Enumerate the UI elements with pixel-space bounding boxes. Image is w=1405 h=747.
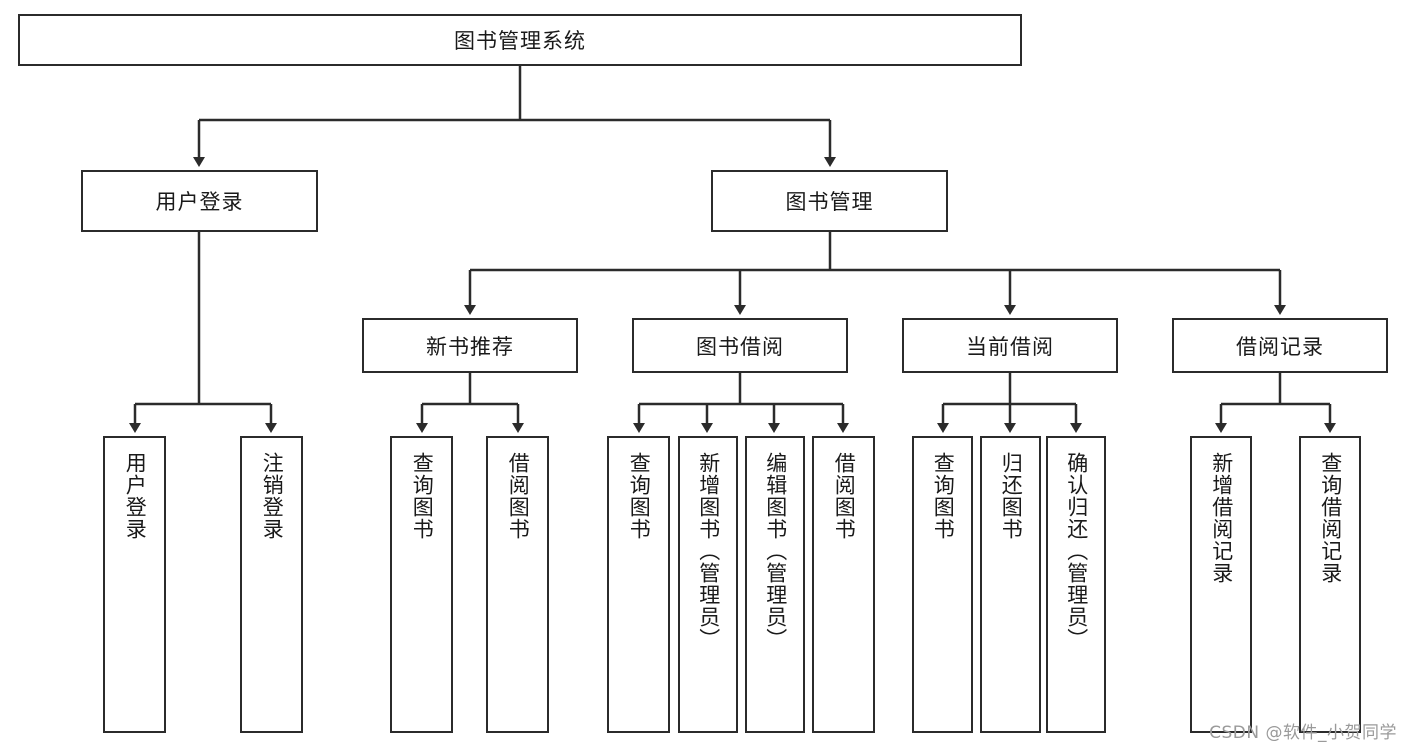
leaf-edit-book[interactable]: 编辑图书（管理员） [745, 436, 805, 733]
node-root-label: 图书管理系统 [454, 29, 586, 53]
leaf-confirm-return[interactable]: 确认归还（管理员） [1046, 436, 1106, 733]
leaf-return-book[interactable]: 归还图书 [980, 436, 1041, 733]
node-user-login-label: 用户登录 [155, 190, 244, 214]
node-book-management[interactable]: 图书管理 [711, 170, 948, 232]
node-book-borrow-label: 图书借阅 [696, 334, 784, 359]
node-user-login[interactable]: 用户登录 [81, 170, 318, 232]
node-current-borrow[interactable]: 当前借阅 [902, 318, 1118, 373]
leaf-add-record[interactable]: 新增借阅记录 [1190, 436, 1252, 733]
leaf-query-book-2[interactable]: 查询图书 [607, 436, 670, 733]
node-current-borrow-label: 当前借阅 [966, 334, 1054, 359]
node-new-book-recommend[interactable]: 新书推荐 [362, 318, 578, 373]
leaf-query-record-label: 查询借阅记录 [1318, 452, 1343, 584]
leaf-borrow-book-1[interactable]: 借阅图书 [486, 436, 549, 733]
leaf-confirm-return-label: 确认归还（管理员） [1064, 452, 1089, 650]
leaf-edit-book-label: 编辑图书（管理员） [763, 452, 788, 650]
leaf-return-book-label: 归还图书 [999, 452, 1024, 540]
leaf-query-book-3-label: 查询图书 [931, 452, 956, 540]
leaf-borrow-book-2[interactable]: 借阅图书 [812, 436, 875, 733]
leaf-query-book-2-label: 查询图书 [627, 452, 652, 540]
node-book-borrow[interactable]: 图书借阅 [632, 318, 848, 373]
leaf-logout[interactable]: 注销登录 [240, 436, 303, 733]
leaf-borrow-book-1-label: 借阅图书 [506, 452, 531, 540]
node-borrow-records[interactable]: 借阅记录 [1172, 318, 1388, 373]
leaf-query-record[interactable]: 查询借阅记录 [1299, 436, 1361, 733]
node-book-management-label: 图书管理 [785, 190, 874, 214]
leaf-query-book-3[interactable]: 查询图书 [912, 436, 973, 733]
node-new-book-recommend-label: 新书推荐 [426, 334, 514, 359]
leaf-user-login[interactable]: 用户登录 [103, 436, 166, 733]
watermark-text: CSDN @软件_小贺同学 [1209, 723, 1397, 743]
leaf-user-login-label: 用户登录 [123, 452, 148, 540]
leaf-borrow-book-2-label: 借阅图书 [832, 452, 857, 540]
leaf-query-book-1[interactable]: 查询图书 [390, 436, 453, 733]
node-root[interactable]: 图书管理系统 [18, 14, 1022, 66]
leaf-add-book[interactable]: 新增图书（管理员） [678, 436, 738, 733]
leaf-add-book-label: 新增图书（管理员） [696, 452, 721, 650]
leaf-add-record-label: 新增借阅记录 [1209, 452, 1234, 584]
leaf-query-book-1-label: 查询图书 [410, 452, 435, 540]
leaf-logout-label: 注销登录 [260, 452, 285, 540]
node-borrow-records-label: 借阅记录 [1236, 334, 1324, 359]
